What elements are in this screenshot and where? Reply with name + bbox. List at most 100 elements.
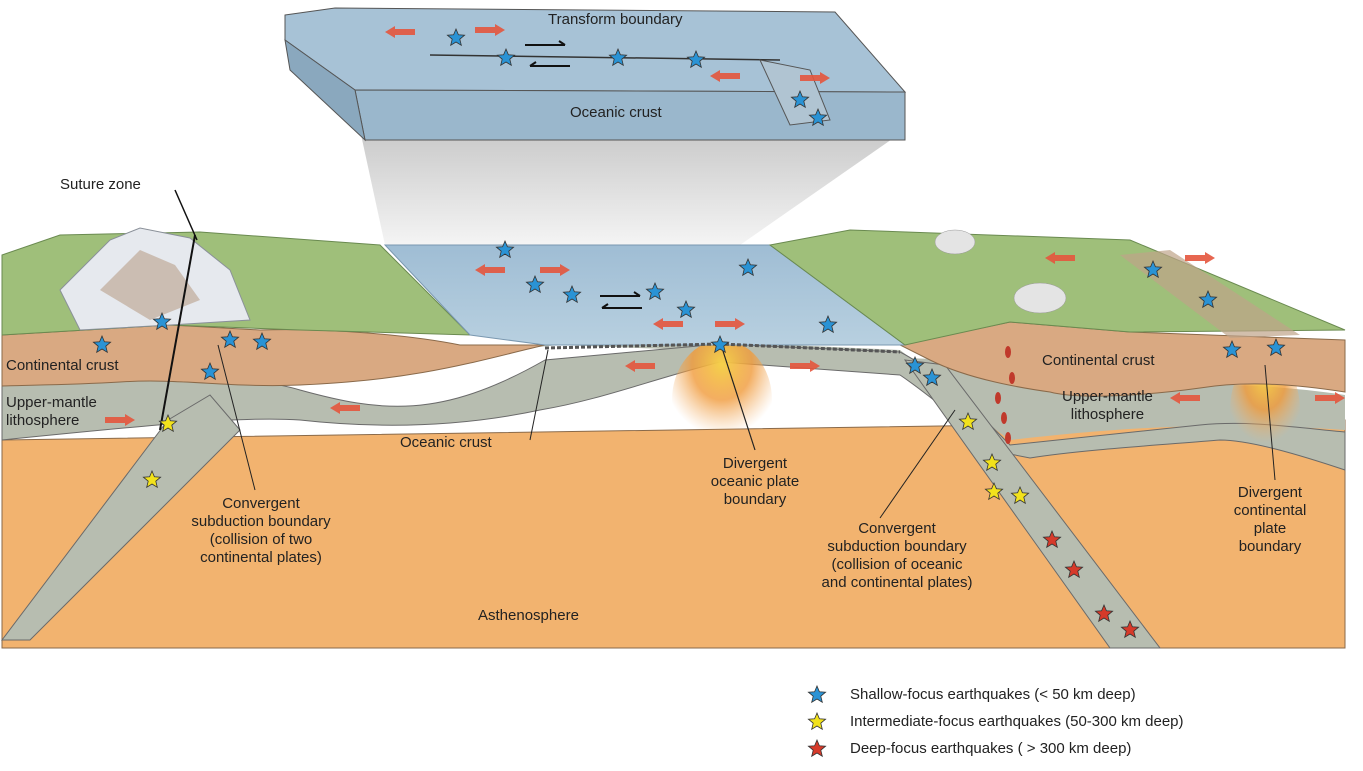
legend-label: Intermediate-focus earthquakes (50-300 k…	[850, 713, 1184, 730]
leader-divergent-cont	[1264, 364, 1276, 481]
shallow-earthquake-star	[562, 284, 582, 304]
deep-earthquake-star	[1120, 619, 1140, 639]
leader-oceanic-crust	[529, 349, 549, 441]
shallow-earthquake-star	[1222, 339, 1242, 359]
leader-divergent	[721, 347, 756, 451]
label-upper-mantle-left: Upper-mantle lithosphere	[6, 394, 97, 429]
intermediate-earthquake-star	[982, 452, 1002, 472]
magma-droplet	[1005, 346, 1011, 358]
plate-motion-arrow	[653, 318, 683, 330]
label-oceanic-crust-main: Oceanic crust	[400, 434, 492, 451]
label-upper-mantle-right: Upper-mantle lithosphere	[1062, 388, 1153, 423]
label-transform-boundary: Transform boundary	[548, 11, 683, 28]
magma-mid	[672, 340, 772, 460]
shallow-earthquake-star	[738, 257, 758, 277]
legend-label: Deep-focus earthquakes ( > 300 km deep)	[850, 740, 1132, 757]
legend-item-intermediate: Intermediate-focus earthquakes (50-300 k…	[806, 711, 1326, 735]
intermediate-earthquake-star	[142, 469, 162, 489]
magma-droplet	[1001, 412, 1007, 424]
plate-motion-arrow	[540, 264, 570, 276]
magma-droplet	[1005, 432, 1011, 444]
shallow-earthquake-star	[92, 334, 112, 354]
label-oceanic-crust-inset: Oceanic crust	[570, 104, 662, 121]
transform-motion-arrow	[525, 40, 566, 46]
shallow-star-icon	[807, 685, 827, 704]
plate-motion-arrow	[105, 414, 135, 426]
plate-motion-arrow	[710, 70, 740, 82]
plate-motion-arrow	[1315, 392, 1345, 404]
plate-motion-arrow	[625, 360, 655, 372]
legend-item-shallow: Shallow-focus earthquakes (< 50 km deep)	[806, 684, 1326, 708]
left-slab	[0, 394, 241, 641]
label-convergent-continental: Convergent subduction boundary (collisio…	[191, 495, 331, 566]
suture-line	[159, 234, 196, 431]
right-slab	[903, 359, 1162, 649]
cloud-1	[934, 229, 976, 255]
shallow-earthquake-star	[446, 27, 466, 47]
shallow-earthquake-star	[1198, 289, 1218, 309]
continental-crust-left	[1, 324, 546, 387]
lithosphere-left	[2, 342, 1345, 440]
intermediate-earthquake-star	[984, 481, 1004, 501]
cloud-2	[1013, 282, 1067, 314]
legend-label: Shallow-focus earthquakes (< 50 km deep)	[850, 686, 1136, 703]
plate-motion-arrow	[1170, 392, 1200, 404]
legend-item-deep: Deep-focus earthquakes ( > 300 km deep)	[806, 738, 1326, 762]
deep-earthquake-star	[1042, 529, 1062, 549]
shallow-earthquake-star	[645, 281, 665, 301]
shallow-earthquake-star	[252, 331, 272, 351]
shallow-earthquake-star	[525, 274, 545, 294]
shallow-earthquake-star	[818, 314, 838, 334]
plate-motion-arrow	[715, 318, 745, 330]
suture-pointer	[174, 189, 198, 241]
label-continental-crust-right: Continental crust	[1042, 352, 1155, 369]
shallow-earthquake-star	[710, 334, 730, 354]
plate-motion-arrow	[1045, 252, 1075, 264]
shallow-earthquake-star	[808, 107, 828, 127]
zoom-beam	[360, 130, 905, 245]
intermediate-earthquake-star	[158, 413, 178, 433]
label-divergent-oceanic: Divergent oceanic plate boundary	[710, 455, 800, 508]
deep-earthquake-star	[1094, 603, 1114, 623]
magma-droplet	[995, 392, 1001, 404]
inset-side	[284, 38, 366, 142]
transform-motion-arrow	[529, 61, 570, 67]
shallow-earthquake-star	[608, 47, 628, 67]
shallow-earthquake-star	[922, 367, 942, 387]
shallow-earthquake-star	[495, 239, 515, 259]
label-convergent-oceanic: Convergent subduction boundary (collisio…	[821, 520, 973, 591]
intermediate-earthquake-star	[1010, 485, 1030, 505]
shallow-earthquake-star	[1266, 337, 1286, 357]
plate-motion-arrow	[790, 360, 820, 372]
label-continental-crust-left: Continental crust	[6, 357, 119, 374]
plate-motion-arrow	[330, 402, 360, 414]
transform-motion-arrow	[600, 291, 641, 297]
label-suture-zone: Suture zone	[60, 176, 141, 193]
mountains-left-shade	[100, 250, 200, 320]
intermediate-star-icon	[807, 712, 827, 731]
magma-droplet	[1009, 372, 1015, 384]
plate-motion-arrow	[1185, 252, 1215, 264]
shallow-earthquake-star	[905, 355, 925, 375]
plate-motion-arrow	[800, 72, 830, 84]
shallow-earthquake-star	[152, 311, 172, 331]
plate-motion-arrow	[385, 26, 415, 38]
inset-fault	[429, 54, 781, 61]
deep-star-icon	[807, 739, 827, 758]
leader-convergent-left	[217, 344, 256, 491]
shallow-earthquake-star	[220, 329, 240, 349]
plate-motion-arrow	[475, 264, 505, 276]
label-asthenosphere: Asthenosphere	[478, 607, 579, 624]
shallow-earthquake-star	[1143, 259, 1163, 279]
shallow-earthquake-star	[676, 299, 696, 319]
intermediate-earthquake-star	[958, 411, 978, 431]
shallow-earthquake-star	[686, 49, 706, 69]
shallow-earthquake-star	[200, 361, 220, 381]
label-divergent-continental: Divergent continental plate boundary	[1233, 484, 1307, 555]
shallow-earthquake-star	[790, 89, 810, 109]
plate-motion-arrow	[475, 24, 505, 36]
deep-earthquake-star	[1064, 559, 1084, 579]
rift-valley	[1120, 250, 1300, 338]
